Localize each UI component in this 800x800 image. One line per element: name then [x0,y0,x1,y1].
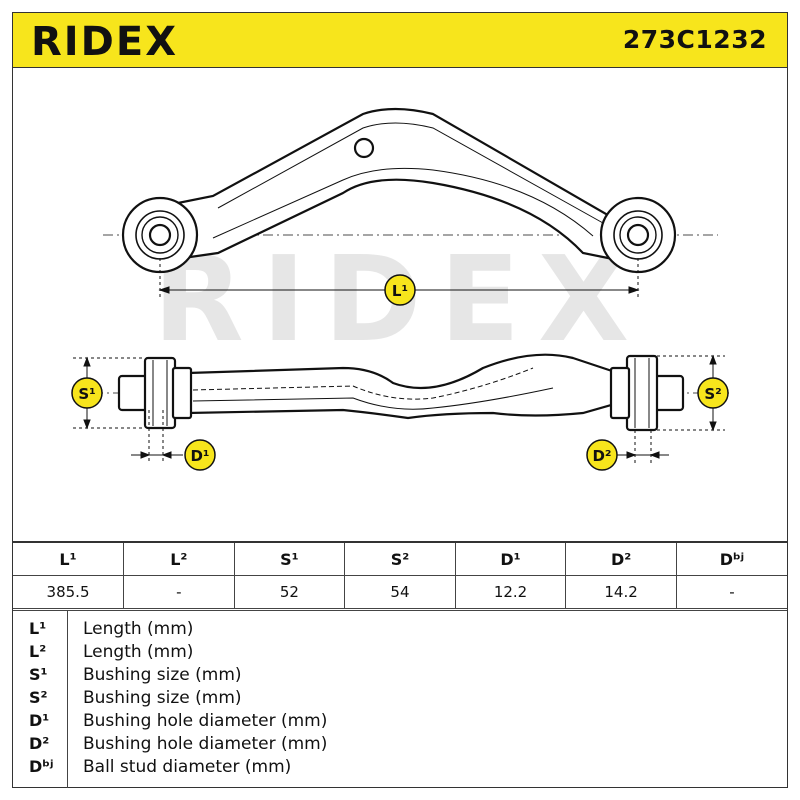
dimension-d2 [617,430,669,463]
legend-item: S² Bushing size (mm) [13,688,787,711]
logo-text: RIDEX [31,19,178,63]
value-s1: 52 [233,575,346,609]
header-d1: D¹ [454,541,567,576]
left-bushing-hole [148,223,172,247]
legend-symbol: L¹ [29,619,47,638]
arm-side-view [73,353,733,432]
right-bushing-side [625,354,659,432]
arm-top-view [103,107,718,274]
legend-symbol: D¹ [29,711,50,730]
badge-s1-label: S¹ [78,385,95,403]
arm-inner-contour [217,122,604,224]
side-arm-body [186,353,620,420]
arm-hole [353,137,375,159]
legend-description: Ball stud diameter (mm) [83,757,292,777]
value-d1: 12.2 [454,575,567,609]
badge-l1-label: L¹ [392,282,408,300]
badge-s1 [71,377,103,409]
legend-description: Bushing size (mm) [83,665,242,685]
value-s2: 54 [344,575,456,609]
badge-l1 [384,274,416,306]
legend-description: Bushing hole diameter (mm) [83,711,328,731]
badge-s2 [697,377,729,409]
value-l2: - [123,575,235,609]
legend-item: L² Length (mm) [13,642,787,665]
value-d2: 14.2 [565,575,677,609]
header-d2: D² [565,541,677,576]
legend-symbol: S² [29,688,48,707]
badge-d2 [586,439,618,471]
right-bushing-hole [626,223,650,247]
side-arm-contour [192,387,554,410]
side-arm-hidden-line [192,367,534,400]
header-s1: S¹ [233,541,346,576]
spec-table-header-row: L¹ L² S¹ S² D¹ D² Dᵇʲ [13,541,787,576]
header-dbj: Dᵇʲ [675,541,787,576]
left-bushing-collar [171,366,193,420]
header-l2: L² [123,541,235,576]
dimension-d1 [131,410,183,463]
header-s2: S² [344,541,456,576]
spec-table: L¹ L² S¹ S² D¹ D² Dᵇʲ 385.5 - 52 54 12.2… [13,541,787,609]
right-bushing-collar [609,366,631,420]
legend-item: L¹ Length (mm) [13,619,787,642]
arm-inner-contour-lower [212,167,594,239]
badge-d1-label: D¹ [190,447,209,465]
badge-d2-label: D² [592,447,611,465]
ridex-logo: RIDEX [31,19,178,63]
header-l1: L¹ [13,541,125,576]
legend-symbol: Dᵇʲ [29,757,54,776]
legend-description: Bushing hole diameter (mm) [83,734,328,754]
legend-symbol: S¹ [29,665,48,684]
badge-d1 [184,439,216,471]
part-number: 273C1232 [622,25,767,54]
header-bar: RIDEX 273C1232 [12,12,788,68]
legend-description: Length (mm) [83,619,194,639]
value-dbj: - [675,575,787,609]
legend-item: S¹ Bushing size (mm) [13,665,787,688]
legend-item: D² Bushing hole diameter (mm) [13,734,787,757]
legend-symbol: D² [29,734,50,753]
legend-item: D¹ Bushing hole diameter (mm) [13,711,787,734]
legend-description: Length (mm) [83,642,194,662]
legend: L¹ Length (mm) L² Length (mm) S¹ Bushing… [13,610,787,788]
legend-item: Dᵇʲ Ball stud diameter (mm) [13,757,787,780]
spec-table-value-row: 385.5 - 52 54 12.2 14.2 - [13,575,787,609]
value-l1: 385.5 [13,575,125,609]
legend-divider [67,611,68,788]
legend-symbol: L² [29,642,47,661]
dimension-s1 [73,356,145,430]
badge-s2-label: S² [704,385,721,403]
legend-description: Bushing size (mm) [83,688,242,708]
technical-drawing: RIDEX L¹ [71,107,733,471]
